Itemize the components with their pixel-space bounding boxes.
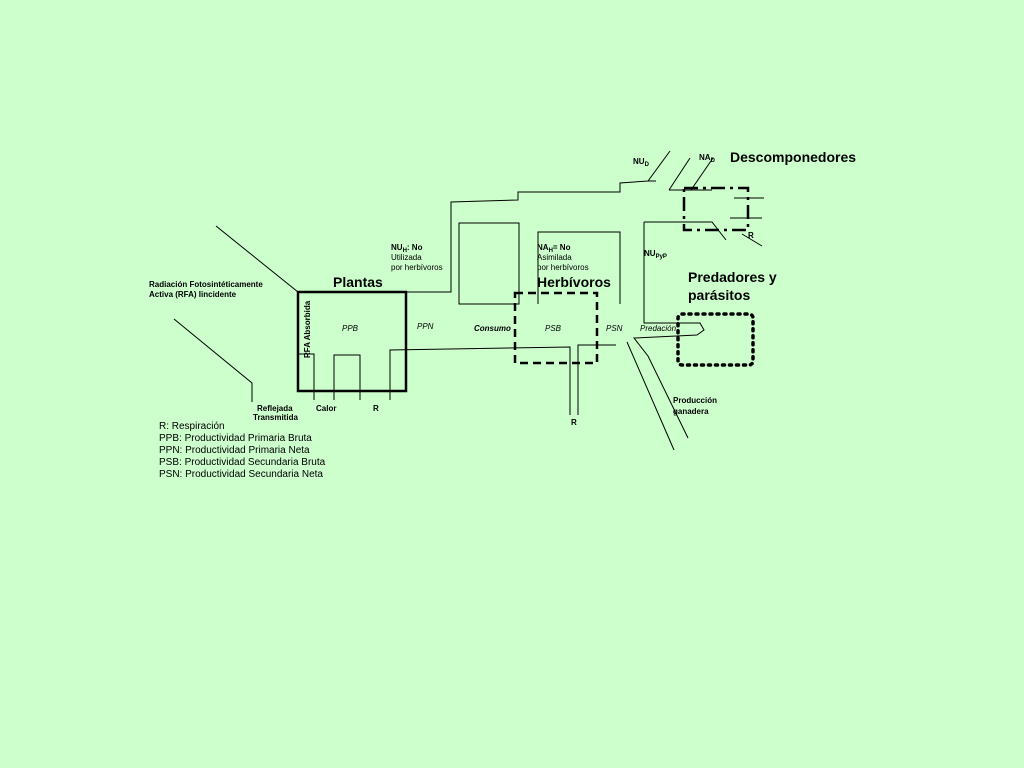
psn-label: PSN	[606, 324, 623, 333]
ppn-label: PPN	[417, 322, 434, 331]
legend-item: PSN: Productividad Secundaria Neta	[159, 469, 323, 480]
rfa-absorbed-label: RFA Absorbida	[303, 300, 312, 358]
psb-label: PSB	[545, 324, 562, 333]
nad-line-2	[690, 157, 714, 191]
plant-respiration-arrow	[389, 346, 571, 415]
nad-line-1	[668, 157, 691, 191]
legend-item: R: Respiración	[159, 421, 225, 432]
livestock-label-line1: Producción	[673, 396, 717, 405]
transmitted-label: Transmitida	[253, 413, 298, 422]
consumption-label: Consumo	[474, 324, 511, 333]
herbivores-box	[513, 291, 599, 365]
nad-label: NAD	[699, 153, 716, 164]
predators-title-line1: Predadores y	[688, 269, 777, 285]
nah-label-line1: NAH= No	[537, 243, 571, 254]
predators-title-line2: parásitos	[688, 287, 750, 303]
predation-channel	[633, 222, 705, 439]
reflected-label: Reflejada	[257, 404, 293, 413]
nud-label: NUD	[633, 157, 650, 168]
predators-box	[676, 312, 755, 367]
heat-label: Calor	[316, 404, 336, 413]
nah-label-line3: por herbívoros	[537, 263, 589, 272]
heat-arrow	[333, 354, 361, 400]
nah-channel	[537, 231, 621, 304]
decomposer-respiration	[741, 233, 763, 247]
incident-radiation-arrow	[215, 225, 299, 293]
herbivore-respiration-arrow	[577, 344, 616, 415]
radiation-label-line1: Radiación Fotosintéticamente	[149, 280, 263, 289]
livestock-production-arrow	[626, 341, 675, 451]
herbivore-channel-box	[458, 222, 520, 305]
plants-title: Plantas	[333, 274, 383, 290]
legend-item: PPB: Productividad Primaria Bruta	[159, 433, 312, 444]
nuh-label-line2: Utilizada	[391, 253, 422, 262]
nupyp-label: NUPyP	[644, 249, 667, 260]
radiation-label-line2: Activa (RFA) Iincidente	[149, 290, 237, 299]
decomposers-box	[682, 186, 750, 232]
legend-item: PSB: Productividad Secundaria Bruta	[159, 457, 326, 468]
herbivore-respiration-label: R	[571, 418, 577, 427]
legend-item: PPN: Productividad Primaria Neta	[159, 445, 310, 456]
abbreviation-legend: R: Respiración PPB: Productividad Primar…	[159, 421, 325, 481]
nuh-label-line1: NUH: No	[391, 243, 423, 254]
ppb-label: PPB	[342, 324, 359, 333]
decomposer-respiration-label: R	[748, 231, 754, 240]
decomposer-in-line	[644, 221, 727, 241]
nuh-channel	[406, 150, 671, 293]
nuh-label-line3: por herbívoros	[391, 263, 443, 272]
reflected-arrow	[173, 318, 253, 402]
transmitted-arrow	[297, 353, 315, 400]
plant-respiration-label: R	[373, 404, 379, 413]
decomposers-title: Descomponedores	[730, 149, 856, 165]
predation-label: Predación	[640, 324, 677, 333]
plants-box	[296, 290, 408, 393]
herbivores-title: Herbívoros	[537, 274, 611, 290]
livestock-label-line2: ganadera	[673, 407, 709, 416]
nah-label-line2: Asimilada	[537, 253, 572, 262]
